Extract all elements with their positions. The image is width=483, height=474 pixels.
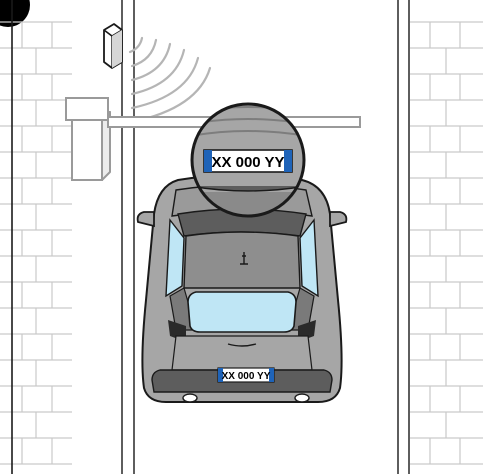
camera-signal-waves — [128, 36, 212, 124]
car-top-view-icon — [136, 174, 348, 403]
left-brick-wall — [0, 21, 72, 465]
front-plate-text: XX 000 YY — [211, 154, 284, 171]
rear-window — [187, 291, 297, 333]
left-side-window — [165, 218, 185, 298]
left-mirror — [136, 211, 155, 228]
rear-plate-text: XX 000 YY — [222, 371, 271, 382]
rear-licence-plate: XX 000 YY — [217, 367, 275, 383]
right-mirror — [329, 211, 348, 228]
right-side-window — [299, 218, 319, 298]
number-plate-reading-camera-icon — [103, 23, 123, 69]
corner-badge — [0, 0, 30, 27]
right-brick-wall — [410, 21, 483, 465]
